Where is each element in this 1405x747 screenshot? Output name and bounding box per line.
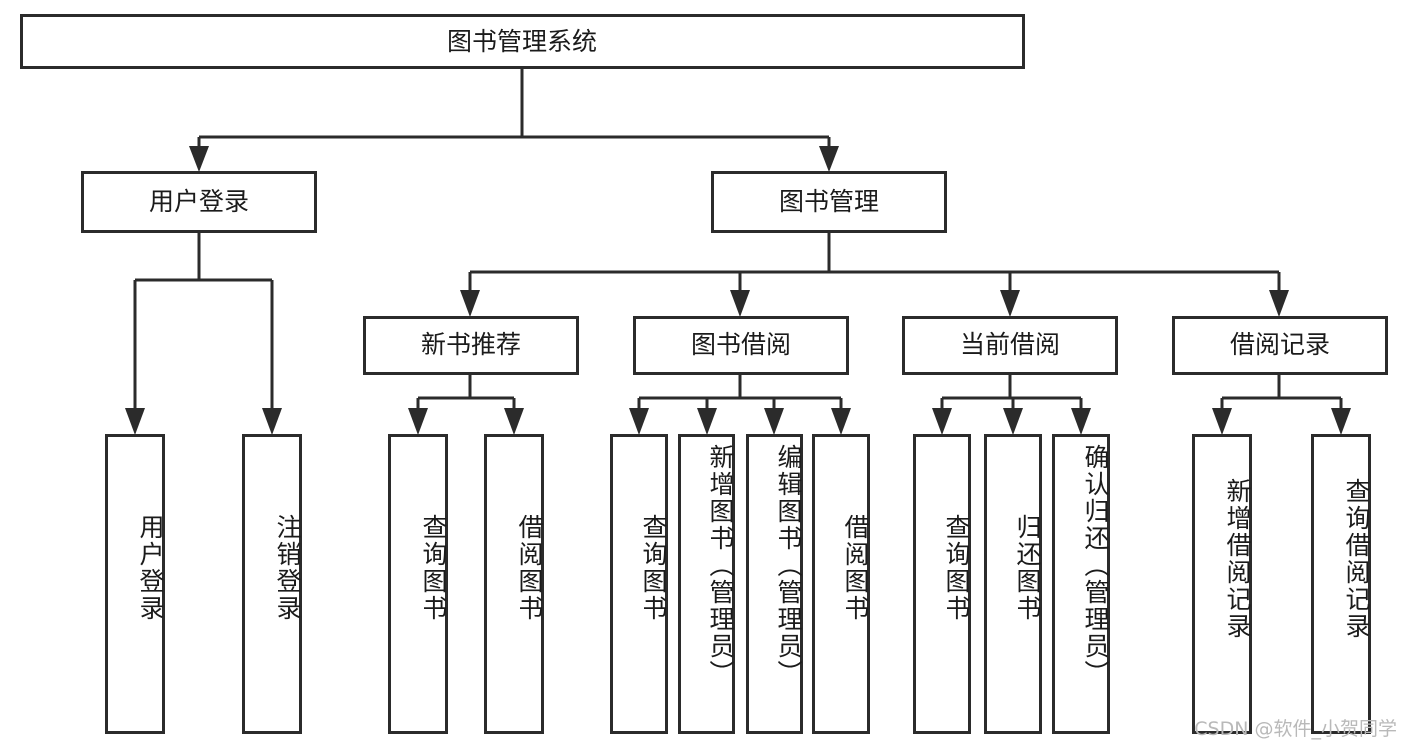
node-book-borrow-box[interactable]	[633, 316, 849, 375]
arrow-to-leaf-query-book-3	[932, 408, 952, 435]
leaf-borrow-book-2-box[interactable]	[812, 434, 870, 734]
node-book-management-label: 图书管理	[779, 187, 879, 216]
node-boxes	[20, 14, 1388, 734]
arrow-to-current-borrow	[1000, 290, 1020, 317]
node-new-book-recommend-box[interactable]	[363, 316, 579, 375]
connector-new-book-recommend-bus	[416, 374, 516, 414]
arrow-to-borrow-record	[1269, 290, 1289, 317]
node-user-login-box[interactable]	[81, 171, 317, 233]
leaf-borrow-book-1-box[interactable]	[484, 434, 544, 734]
leaf-logout-box[interactable]	[242, 434, 302, 734]
node-user-login-label: 用户登录	[149, 187, 249, 216]
leaf-edit-book-admin-box[interactable]	[746, 434, 803, 734]
arrow-to-book-management	[819, 146, 839, 172]
node-borrow-record-label: 借阅记录	[1230, 330, 1330, 359]
horizontal-node-labels: 图书管理系统 用户登录 图书管理 新书推荐 图书借阅 当前借阅 借阅记录	[149, 27, 1330, 359]
leaf-query-book-1-box[interactable]	[388, 434, 448, 734]
arrow-to-leaf-confirm-return-admin	[1071, 408, 1091, 435]
leaf-user-login-box[interactable]	[105, 434, 165, 734]
connector-user-login-bus	[133, 232, 274, 414]
arrow-to-book-borrow	[730, 290, 750, 317]
leaf-add-book-admin-box[interactable]	[678, 434, 735, 734]
arrow-to-new-book-recommend	[460, 290, 480, 317]
arrow-to-leaf-return-book	[1003, 408, 1023, 435]
leaf-query-book-2-box[interactable]	[610, 434, 668, 734]
arrow-to-leaf-query-book-1	[408, 408, 428, 435]
arrow-to-leaf-borrow-book-1	[504, 408, 524, 435]
node-current-borrow-label: 当前借阅	[960, 330, 1060, 359]
arrow-to-leaf-edit-book-admin	[764, 408, 784, 435]
connectors	[125, 69, 1351, 435]
node-book-borrow-label: 图书借阅	[691, 330, 791, 359]
node-book-management-box[interactable]	[711, 171, 947, 233]
node-borrow-record-box[interactable]	[1172, 316, 1388, 375]
node-new-book-recommend-label: 新书推荐	[421, 330, 521, 359]
arrow-to-leaf-user-login	[125, 408, 145, 435]
connector-current-borrow-bus	[940, 374, 1083, 414]
arrow-to-user-login	[189, 146, 209, 172]
leaf-query-borrow-record-box[interactable]	[1311, 434, 1371, 734]
leaf-query-book-3-box[interactable]	[913, 434, 971, 734]
arrow-to-leaf-borrow-book-2	[831, 408, 851, 435]
node-root-box[interactable]	[20, 14, 1025, 69]
leaf-return-book-box[interactable]	[984, 434, 1042, 734]
connector-book-borrow-bus	[637, 374, 843, 414]
arrow-to-leaf-query-book-2	[629, 408, 649, 435]
leaf-confirm-return-admin-box[interactable]	[1052, 434, 1110, 734]
arrow-to-leaf-add-borrow-record	[1212, 408, 1232, 435]
leaf-add-borrow-record-box[interactable]	[1192, 434, 1252, 734]
arrow-to-leaf-query-borrow-record	[1331, 408, 1351, 435]
connector-borrow-record-bus	[1220, 374, 1343, 414]
node-root-label: 图书管理系统	[447, 27, 597, 56]
csdn-watermark: CSDN @软件_小贺同学	[1194, 718, 1397, 740]
arrow-to-leaf-add-book-admin	[697, 408, 717, 435]
connector-book-management-bus	[468, 232, 1281, 296]
arrow-to-leaf-logout	[262, 408, 282, 435]
connector-root-bus	[197, 69, 831, 152]
node-current-borrow-box[interactable]	[902, 316, 1118, 375]
